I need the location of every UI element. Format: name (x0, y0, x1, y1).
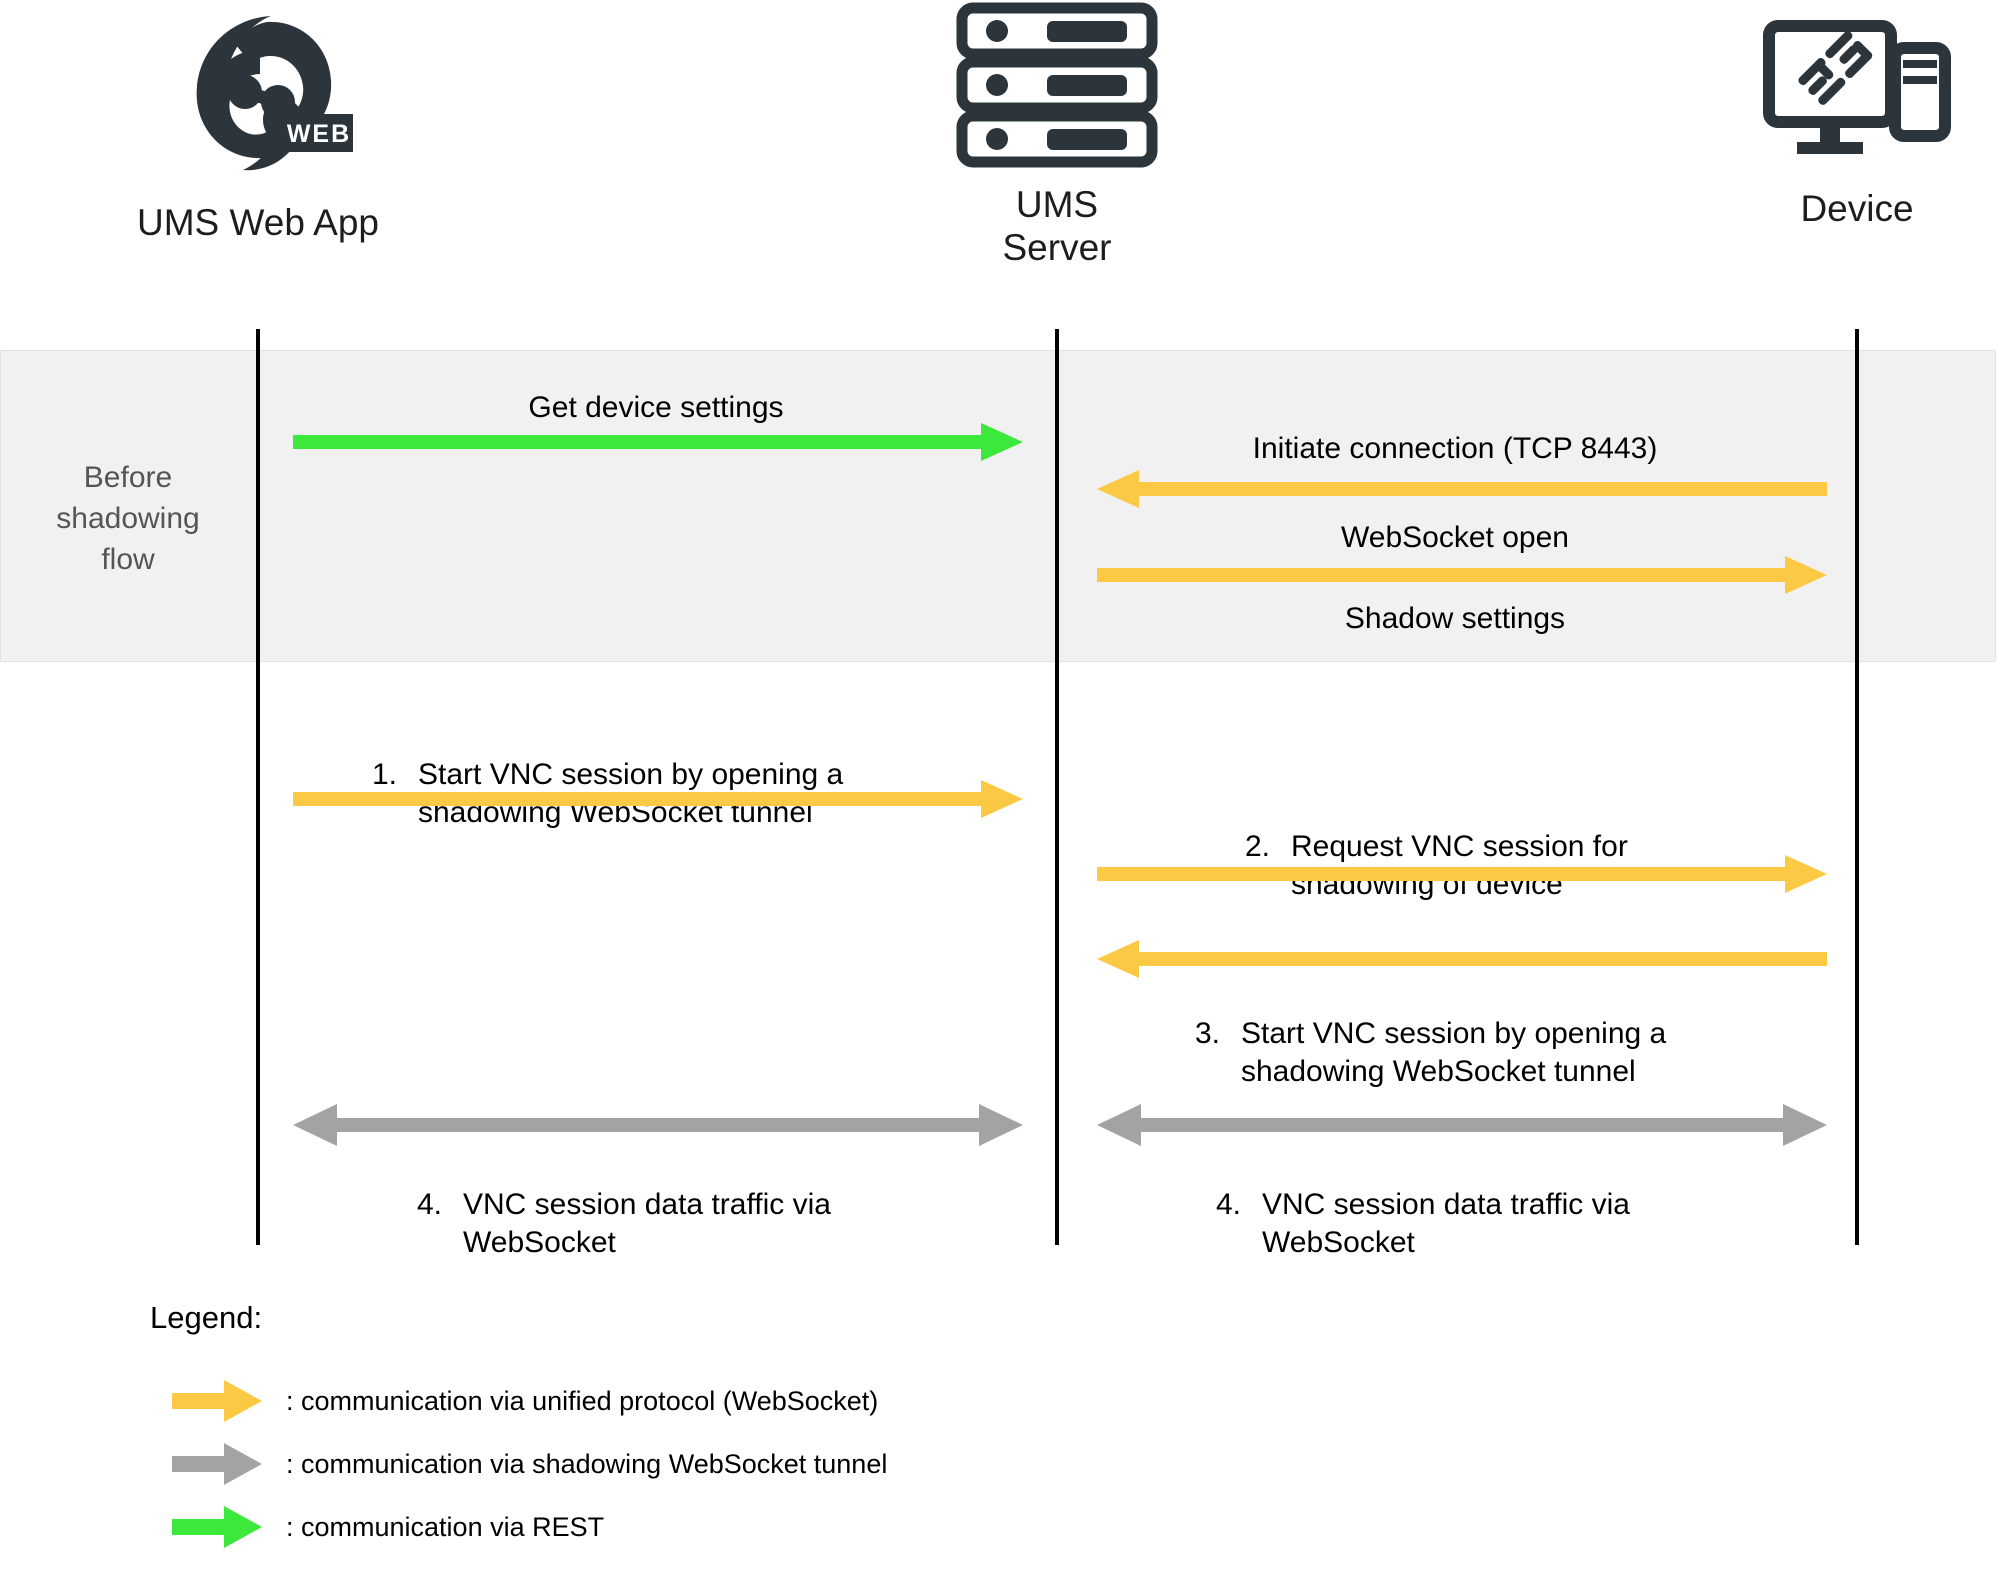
arrow-right-icon (172, 1378, 262, 1424)
message-number: 3. (1195, 1017, 1221, 1050)
lifeline-device (1855, 329, 1859, 1245)
message-number: 4. (417, 1188, 443, 1221)
participant-label: UMS Web App (137, 202, 379, 243)
message-label-initiate-connection: Initiate connection (TCP 8443) (1252, 432, 1658, 465)
ums-web-logo-icon: WEB (58, 6, 458, 191)
legend-item-label: : communication via shadowing WebSocket … (286, 1449, 888, 1479)
svg-text:WEB: WEB (287, 120, 351, 148)
message-number: 1. (372, 758, 398, 791)
message-number: 4. (1216, 1188, 1242, 1221)
message-label-get-device-settings: Get device settings (528, 391, 784, 424)
message-arrow-request-vnc-session (1097, 855, 1827, 893)
lifeline-ums-server (1055, 329, 1059, 1245)
message-arrow-vnc-traffic-right (1097, 1104, 1827, 1146)
lifeline-ums-web-app (256, 329, 260, 1245)
message-arrow-start-vnc-session-device (1097, 940, 1827, 978)
participant-label: UMS Server (1002, 184, 1112, 268)
legend-item-label: : communication via REST (286, 1512, 605, 1542)
message-label-vnc-traffic-right: 4. VNC session data traffic via WebSocke… (1216, 1148, 1736, 1300)
message-text: VNC session data traffic via WebSocket (463, 1188, 831, 1259)
participant-ums-server: UMS Server (857, 0, 1257, 269)
message-arrow-start-vnc-session-webapp (293, 780, 1023, 818)
participant-device: Device (1657, 12, 2002, 230)
message-arrow-vnc-traffic-left (293, 1104, 1023, 1146)
message-arrow-get-device-settings (293, 423, 1023, 461)
participant-label: Device (1800, 188, 1914, 229)
message-label-start-vnc-session-device: 3. Start VNC session by opening a shadow… (1195, 977, 1755, 1129)
legend-title: Legend: (150, 1300, 263, 1335)
message-number: 2. (1245, 830, 1271, 863)
arrow-right-icon (172, 1441, 262, 1487)
legend-item-unified: : communication via unified protocol (We… (172, 1378, 878, 1424)
desktop-device-icon (1657, 12, 2002, 177)
arrow-right-icon (172, 1504, 262, 1550)
legend-item-label: : communication via unified protocol (We… (286, 1386, 879, 1416)
message-arrow-initiate-connection (1097, 470, 1827, 508)
phase-band-before-shadowing (0, 350, 1996, 662)
message-label-shadow-settings: Shadow settings (1344, 602, 1566, 635)
legend-item-rest: : communication via REST (172, 1504, 604, 1550)
message-text: Start VNC session by opening a shadowing… (1241, 1017, 1667, 1088)
participant-ums-web-app: WEB UMS Web App (58, 6, 458, 244)
message-label-websocket-open: WebSocket open (1341, 521, 1569, 554)
phase-label: Before shadowing flow (56, 461, 200, 576)
message-text: VNC session data traffic via WebSocket (1262, 1188, 1630, 1259)
message-label-vnc-traffic-left: 4. VNC session data traffic via WebSocke… (417, 1148, 937, 1300)
message-arrow-websocket-open (1097, 556, 1827, 594)
server-rack-icon (857, 0, 1257, 173)
legend-item-tunnel: : communication via shadowing WebSocket … (172, 1441, 887, 1487)
